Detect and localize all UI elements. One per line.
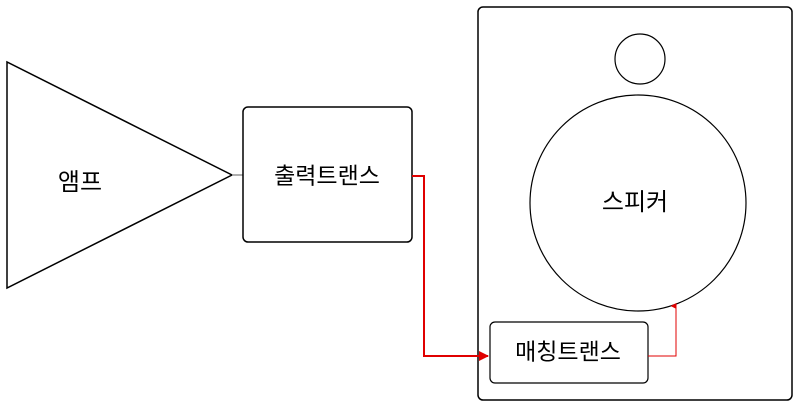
tweeter-circle (614, 33, 666, 85)
matching-transformer-box (489, 321, 649, 384)
output-transformer-label: 출력트랜스 (274, 164, 380, 190)
speaker-label: 스피커 (602, 188, 668, 216)
amp-label: 앰프 (58, 168, 102, 196)
matching-transformer-label: 매칭트랜스 (515, 340, 621, 366)
output-transformer-box (242, 106, 413, 243)
signal-wire-to-speaker (648, 303, 677, 357)
woofer-circle (529, 94, 747, 312)
signal-wire-to-matching-transformer (412, 175, 489, 361)
amp-triangle (6, 60, 234, 290)
